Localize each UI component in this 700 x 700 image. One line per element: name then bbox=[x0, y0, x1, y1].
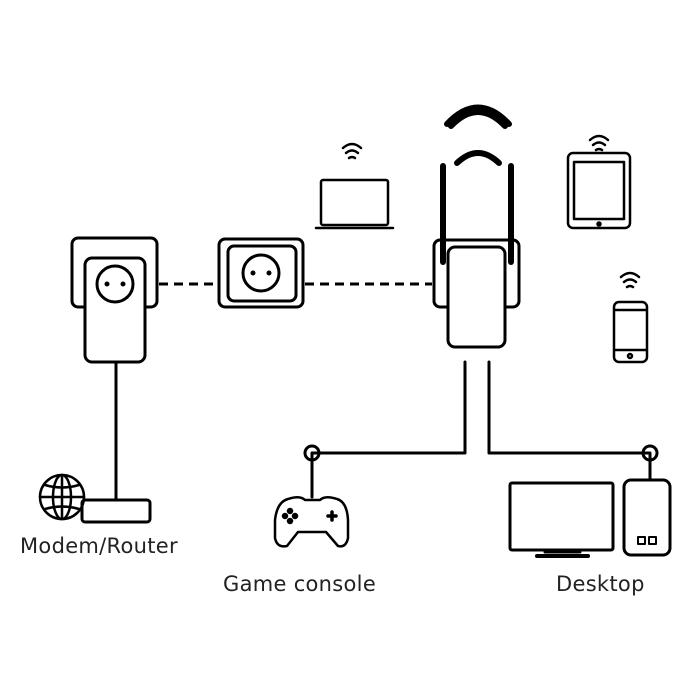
pc-tower-icon bbox=[622, 478, 672, 557]
tablet-icon bbox=[566, 151, 632, 230]
game-console-label: Game console bbox=[223, 572, 377, 596]
ethernet-cable bbox=[114, 360, 659, 502]
router-icon bbox=[80, 498, 152, 524]
modem-router-label: Modem/Router bbox=[20, 534, 178, 558]
wifi-extender-icon bbox=[432, 104, 521, 349]
gamepad-icon bbox=[273, 496, 350, 548]
wifi-icon bbox=[588, 134, 610, 152]
desktop-label: Desktop bbox=[556, 572, 645, 596]
wifi-icon bbox=[619, 271, 641, 289]
powerline-adapter-icon bbox=[70, 236, 159, 364]
wifi-icon bbox=[341, 142, 363, 160]
wall-socket-icon bbox=[217, 237, 305, 309]
monitor-icon bbox=[508, 481, 615, 558]
laptop-icon bbox=[314, 178, 395, 230]
smartphone-icon bbox=[612, 300, 649, 364]
globe-icon bbox=[38, 473, 86, 521]
